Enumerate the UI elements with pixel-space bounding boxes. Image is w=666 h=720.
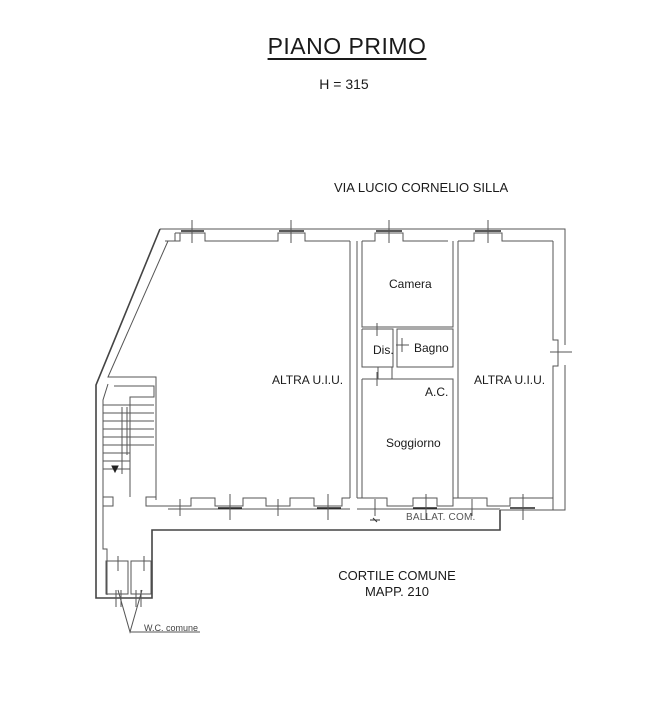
interior-walls xyxy=(349,241,572,498)
top-windows xyxy=(165,220,553,243)
courtyard-label: CORTILE COMUNE MAPP. 210 xyxy=(0,568,666,600)
street-label: VIA LUCIO CORNELIO SILLA xyxy=(334,180,509,195)
courtyard-label-line1: CORTILE COMUNE xyxy=(338,568,456,583)
plan-title: PIANO PRIMO xyxy=(267,33,427,59)
wc-label: W.C. comune xyxy=(144,623,199,633)
floor-height-label: H = 315 xyxy=(319,76,369,92)
bottom-windows xyxy=(168,494,554,523)
room-label-ac: A.C. xyxy=(425,385,449,399)
room-label-right-unit: ALTRA U.I.U. xyxy=(474,373,546,387)
room-label-soggiorno: Soggiorno xyxy=(386,436,441,450)
staircase xyxy=(103,385,168,507)
courtyard-label-line2: MAPP. 210 xyxy=(364,584,430,599)
balcony-label: BALLAT. COM. xyxy=(406,512,476,523)
wc-boxes xyxy=(105,556,200,634)
room-label-left-unit: ALTRA U.I.U. xyxy=(272,373,344,387)
room-label-dis: Dis. xyxy=(373,343,394,357)
outer-walls xyxy=(95,228,566,599)
room-label-camera: Camera xyxy=(389,277,432,291)
room-label-bagno: Bagno xyxy=(414,341,449,355)
